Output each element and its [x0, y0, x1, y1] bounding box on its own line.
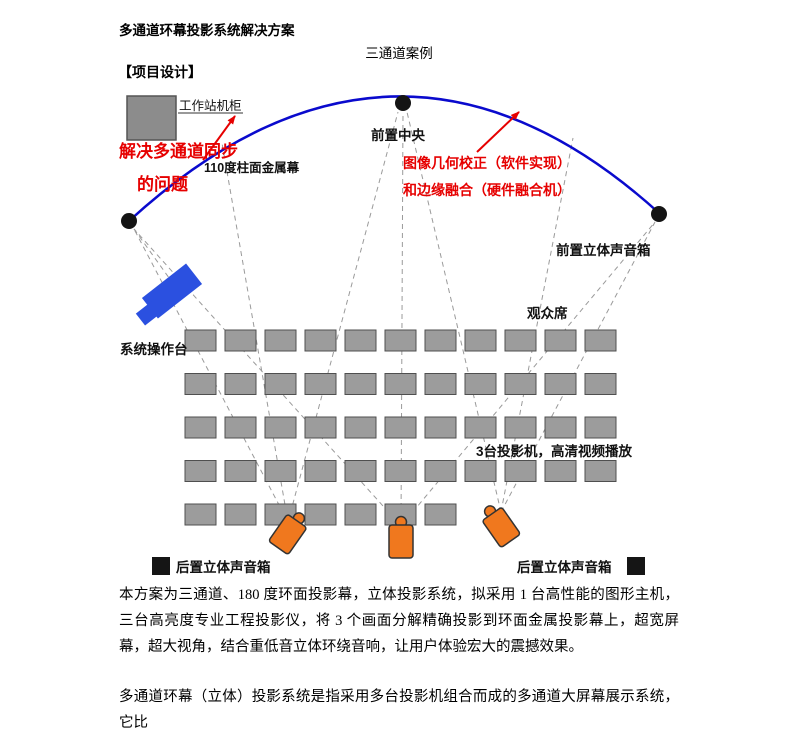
projector-icon-left: [268, 512, 307, 555]
seat: [184, 460, 217, 482]
seat: [304, 373, 337, 395]
screen-top-center-dot: [395, 95, 411, 111]
seat: [264, 460, 297, 482]
seat: [384, 329, 417, 352]
seat: [384, 416, 417, 439]
seat: [224, 460, 257, 482]
correction-annotation-line1: 图像几何校正（软件实现）: [403, 155, 571, 171]
seat: [184, 373, 217, 395]
screen-endpoint-right-dot: [651, 206, 667, 222]
diagram-caption: 三通道案例: [365, 46, 433, 61]
seat: [224, 329, 257, 352]
seat: [344, 416, 377, 439]
sync-annotation-arrow: [202, 115, 236, 161]
rear-speaker-right-box: [627, 557, 645, 575]
seat-grid: [184, 329, 617, 526]
seat: [304, 503, 337, 526]
console-chair-shape: [135, 299, 164, 326]
operator-console-label: 系统操作台: [120, 342, 188, 357]
rear-speakers-left-label: 后置立体声音箱: [176, 560, 271, 575]
document-title: 多通道环幕投影系统解决方案: [119, 23, 295, 38]
seat: [424, 329, 457, 352]
seat: [464, 460, 497, 482]
seat: [224, 373, 257, 395]
seat: [264, 373, 297, 395]
seat: [504, 460, 537, 482]
seat: [504, 416, 537, 439]
screen-arc: [128, 95, 660, 222]
seat: [344, 503, 377, 526]
seat: [504, 329, 537, 352]
projector-icon-right: [482, 505, 521, 548]
seat: [544, 329, 577, 352]
seat: [224, 416, 257, 439]
seat: [504, 373, 537, 395]
seat: [344, 373, 377, 395]
audience-seats-label: 观众席: [527, 306, 568, 321]
seat: [424, 416, 457, 439]
seat: [304, 460, 337, 482]
seat: [464, 416, 497, 439]
seat: [584, 373, 617, 395]
seat: [344, 460, 377, 482]
seat: [464, 329, 497, 352]
metal-screen-label: 110度柱面金属幕: [204, 161, 300, 175]
seat: [464, 373, 497, 395]
workstation-cabinet-label: 工作站机柜: [179, 99, 242, 113]
annotation-arrows: [202, 111, 520, 161]
sync-annotation-line2: 的问题: [137, 175, 188, 194]
seat: [264, 329, 297, 352]
seat: [424, 503, 457, 526]
seat: [304, 416, 337, 439]
seat: [584, 460, 617, 482]
workstation-cabinet-box: [126, 95, 177, 141]
seat: [184, 416, 217, 439]
front-speakers-label: 前置立体声音箱: [556, 243, 651, 258]
seat: [224, 503, 257, 526]
correction-annotation-line2: 和边缘融合（硬件融合机）: [403, 182, 571, 198]
screen-endpoint-left-dot: [121, 213, 137, 229]
seat: [544, 416, 577, 439]
body-paragraph-2: 多通道环幕（立体）投影系统是指采用多台投影机组合而成的多通道大屏幕展示系统，它比: [119, 689, 679, 731]
correction-annotation-arrow: [476, 111, 520, 153]
projectors-note-label: 3台投影机，高清视频播放: [476, 444, 633, 459]
seat: [584, 329, 617, 352]
seat: [184, 503, 217, 526]
seat: [584, 416, 617, 439]
seat: [184, 329, 217, 352]
section-heading: 【项目设计】: [118, 66, 202, 81]
front-center-label: 前置中央: [371, 128, 425, 143]
console-shapes: [135, 263, 203, 326]
seat: [544, 373, 577, 395]
seat: [264, 416, 297, 439]
seat: [424, 460, 457, 482]
rear-speaker-left-box: [152, 557, 170, 575]
seat: [544, 460, 577, 482]
seat: [344, 329, 377, 352]
seat: [304, 329, 337, 352]
seat: [384, 373, 417, 395]
seat: [424, 373, 457, 395]
seat: [384, 460, 417, 482]
projector-icon-center: [388, 515, 414, 559]
rear-speakers-right-label: 后置立体声音箱: [517, 560, 612, 575]
body-paragraph-1: 本方案为三通道、180 度环面投影幕，立体投影系统，拟采用 1 台高性能的图形主…: [119, 587, 679, 655]
sync-annotation-line1: 解决多通道同步: [119, 142, 238, 161]
